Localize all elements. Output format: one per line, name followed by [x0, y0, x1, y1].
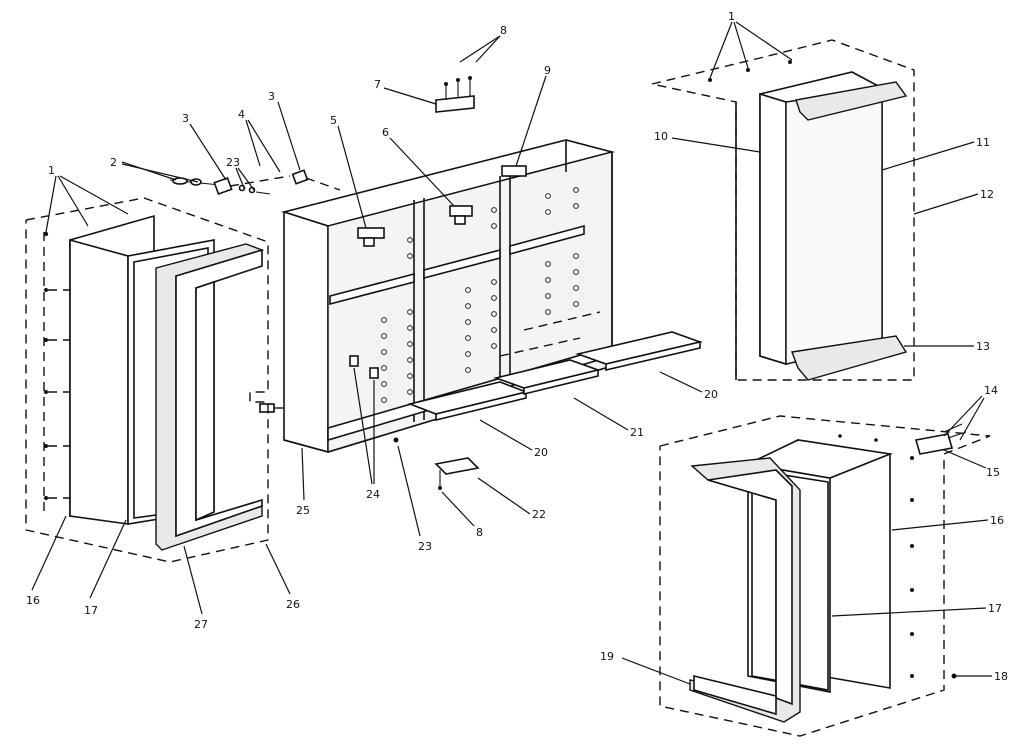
callout-6: 6 — [382, 126, 389, 139]
callout-12: 12 — [980, 188, 994, 201]
callout-18: 18 — [994, 670, 1008, 683]
bracket-part-7-top — [435, 76, 475, 113]
upper-right-door-assembly — [651, 39, 915, 381]
hinge-part-5 — [357, 227, 385, 247]
catch-part-9 — [501, 165, 527, 177]
callout-8-bottom: 8 — [476, 526, 483, 539]
callout-20-right: 20 — [704, 388, 718, 401]
pin-part-25 — [259, 403, 275, 413]
callout-23-top: 23 — [226, 156, 240, 169]
callout-14: 14 — [984, 384, 998, 397]
callout-17-right: 17 — [988, 602, 1002, 615]
callout-5: 5 — [330, 114, 337, 127]
callout-27: 27 — [194, 618, 208, 631]
callout-13: 13 — [976, 340, 990, 353]
callout-19: 19 — [600, 650, 614, 663]
callout-1-left: 1 — [48, 164, 55, 177]
callout-26: 26 — [286, 598, 300, 611]
shelves-assembly — [407, 311, 703, 422]
callout-3-right: 3 — [268, 90, 275, 103]
callout-10: 10 — [654, 130, 668, 143]
callout-2: 2 — [110, 156, 117, 169]
callout-22: 22 — [532, 508, 546, 521]
left-door-assembly — [25, 197, 269, 563]
hardware-group-upper-left — [169, 169, 341, 196]
callout-16-left: 16 — [26, 594, 40, 607]
callout-17-left: 17 — [84, 604, 98, 617]
callout-23-bottom: 23 — [418, 540, 432, 553]
callout-21: 21 — [630, 426, 644, 439]
callout-20-middle: 20 — [534, 446, 548, 459]
callout-8-top: 8 — [500, 24, 507, 37]
leader-lines — [31, 21, 992, 685]
lower-right-door-assembly — [659, 415, 991, 737]
hinge-part-6 — [449, 205, 473, 225]
screw-part-23-bottom — [393, 437, 399, 443]
callout-25: 25 — [296, 504, 310, 517]
callout-labels: 1 2 3 23 4 3 5 6 7 8 9 1 10 11 12 13 20 … — [26, 10, 1008, 683]
callout-3-left: 3 — [182, 112, 189, 125]
callout-24: 24 — [366, 488, 380, 501]
bracket-part-22-bottom — [434, 457, 480, 490]
shelf-pin-holes — [381, 187, 579, 403]
callout-1-right: 1 — [728, 10, 735, 23]
callout-15: 15 — [986, 466, 1000, 479]
callout-4: 4 — [238, 108, 245, 121]
callout-16-right: 16 — [990, 514, 1004, 527]
callout-7: 7 — [374, 78, 381, 91]
callout-11: 11 — [976, 136, 990, 149]
callout-9: 9 — [544, 64, 551, 77]
clip-part-24 — [349, 355, 379, 379]
